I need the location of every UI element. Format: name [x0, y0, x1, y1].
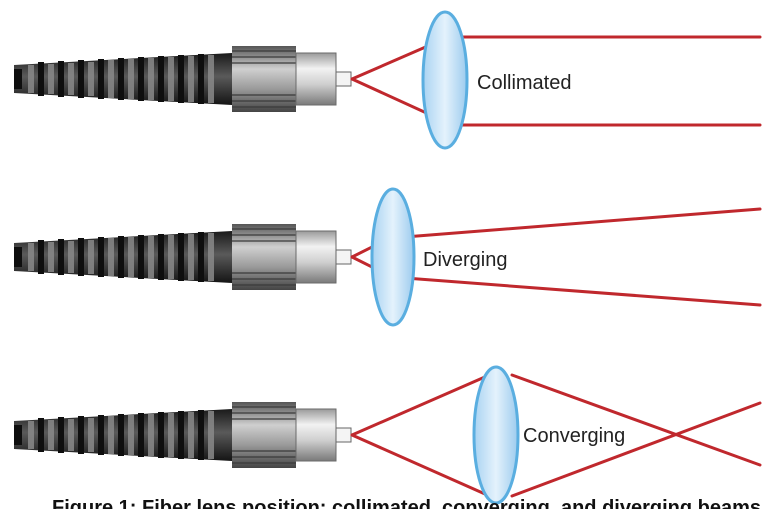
fiber-connector-2 — [13, 223, 352, 291]
fiber-connector-1 — [13, 45, 352, 113]
label-diverging: Diverging — [423, 249, 507, 271]
converging-lens — [472, 365, 520, 505]
figure-caption: Figure 1: Fiber lens position: collimate… — [52, 497, 762, 509]
converging-panel: Converging — [13, 365, 762, 505]
diverging-lens — [370, 187, 416, 327]
diverging-panel: Diverging — [13, 187, 762, 327]
label-collimated: Collimated — [477, 72, 571, 94]
collimating-lens — [421, 10, 469, 150]
converging-beam-out — [510, 373, 762, 498]
collimated-panel: Collimated — [13, 10, 762, 150]
converging-beam — [350, 371, 496, 500]
label-converging: Converging — [523, 425, 625, 447]
fiber-connector-3 — [13, 401, 352, 469]
